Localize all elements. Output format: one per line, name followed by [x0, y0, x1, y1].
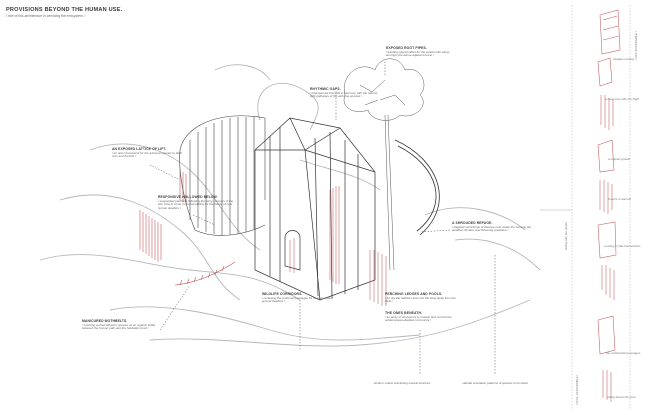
bottom-label-structure: random voltive bracketing natural struct… — [372, 382, 432, 385]
vertical-label-top: / OFF ACCESSIBLE / — [634, 31, 638, 60]
side-label-2: a frequency with the flight — [605, 98, 639, 101]
side-label-7: sitting above the pool — [607, 396, 635, 399]
annotation-exposed-root-pipes: EXPOSED ROOT PIPES. / winding opportunit… — [386, 47, 461, 58]
curved-wall — [395, 140, 439, 235]
annotation-perching-ledges: PERCHING LEDGES AND POOLS. / for dry the… — [385, 293, 461, 304]
annotation-ones-beneath: THE ONES BENEATH. / an array of enclosur… — [385, 312, 461, 323]
lattice-drum — [180, 116, 265, 236]
side-label-6: the undisturbed passages — [606, 352, 640, 355]
bottom-label-simulation: staubal simulation patterns of species t… — [460, 382, 530, 385]
annotation-manicured-mothbelts: MANICURED MOTHBELTS. / orienting curbed … — [82, 320, 158, 331]
diagram-subtitle: / role of this architecture in servicing… — [6, 15, 85, 19]
right-studies — [598, 10, 620, 402]
leader-lines — [150, 60, 495, 375]
annotation-shrouded-refuge: A SHROUDED REFUGE. / dappled mimickings … — [452, 222, 534, 233]
annotation-exposed-lattice: AN EXPOSED LATTICE OF LIFT. / an open fr… — [112, 148, 184, 159]
vertical-label-bottom: / PULL ACCESSIBLE / — [575, 375, 579, 405]
diagram-title: PROVISIONS BEYOND THE HUMAN USE. — [6, 7, 122, 13]
animal-trails — [40, 65, 540, 346]
annotation-responsive-hollowed: RESPONSIVE HOLLOWED BELOW. / suspended p… — [158, 196, 238, 210]
right-column-frame — [540, 5, 630, 410]
annotation-rhythmic-gaps: RHYTHMIC GAPS. / interspersed intervals … — [310, 88, 380, 99]
left-red-hatching — [140, 170, 186, 262]
side-label-3: a shaped growth — [608, 158, 630, 161]
side-label-5: a string of trail intersections — [604, 245, 641, 248]
vertical-label-middle: sitting with the ample — [564, 222, 568, 250]
side-label-4: insects in warmth — [608, 198, 631, 201]
gabled-house — [255, 118, 375, 300]
house-red-ribs — [290, 186, 386, 306]
annotation-wildlife-corridors: WILDLIFE CORRIDORS. / reviewing the pref… — [262, 293, 334, 304]
side-label-1: shadow-nesting — [613, 58, 634, 61]
